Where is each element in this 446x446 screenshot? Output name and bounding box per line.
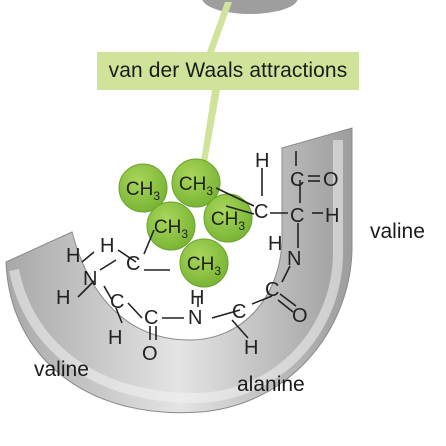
atom-h: H bbox=[100, 235, 114, 257]
backbone-tube-shade bbox=[9, 140, 343, 404]
attraction-pointer-lower bbox=[200, 90, 220, 168]
atom-c: C bbox=[254, 201, 268, 223]
atom-c: C bbox=[232, 301, 246, 323]
methyl-sphere bbox=[179, 238, 229, 288]
attraction-pointer bbox=[207, 2, 232, 52]
atom-c: C bbox=[144, 307, 158, 329]
atom-h: H bbox=[325, 205, 339, 227]
atom-n: N bbox=[287, 248, 301, 270]
atom-h: H bbox=[244, 337, 258, 359]
atom-h: H bbox=[268, 233, 282, 255]
caption-box: van der Waals attractions bbox=[97, 52, 359, 90]
atom-h: H bbox=[56, 287, 70, 309]
atom-c: C bbox=[265, 279, 279, 301]
atom-o: O bbox=[292, 305, 308, 327]
bond-lines bbox=[77, 151, 323, 340]
residue-label-valine-left: valine bbox=[34, 358, 89, 381]
atom-c: C bbox=[290, 205, 304, 227]
backbone-tube bbox=[5, 127, 353, 414]
atom-c: C bbox=[290, 169, 304, 191]
top-blob bbox=[202, 0, 298, 14]
caption-label: van der Waals attractions bbox=[108, 59, 348, 82]
atom-labels: H C C O C H H N C O C H N H C O C H H N … bbox=[56, 150, 339, 365]
methyl-sphere bbox=[171, 158, 221, 208]
atom-h: H bbox=[66, 245, 80, 267]
atom-n: N bbox=[83, 268, 97, 290]
atom-h: H bbox=[255, 150, 269, 172]
residue-label-valine-right: valine bbox=[370, 220, 425, 243]
atom-c: C bbox=[126, 253, 140, 275]
atom-o: O bbox=[323, 169, 339, 191]
atom-h: H bbox=[190, 287, 204, 309]
atom-h: H bbox=[108, 327, 122, 349]
methyl-sphere bbox=[118, 163, 168, 213]
atom-n: N bbox=[188, 307, 202, 329]
atom-o: O bbox=[142, 343, 158, 365]
atom-c: C bbox=[110, 291, 124, 313]
residue-label-alanine: alanine bbox=[237, 373, 305, 396]
methyl-sphere bbox=[146, 201, 196, 251]
